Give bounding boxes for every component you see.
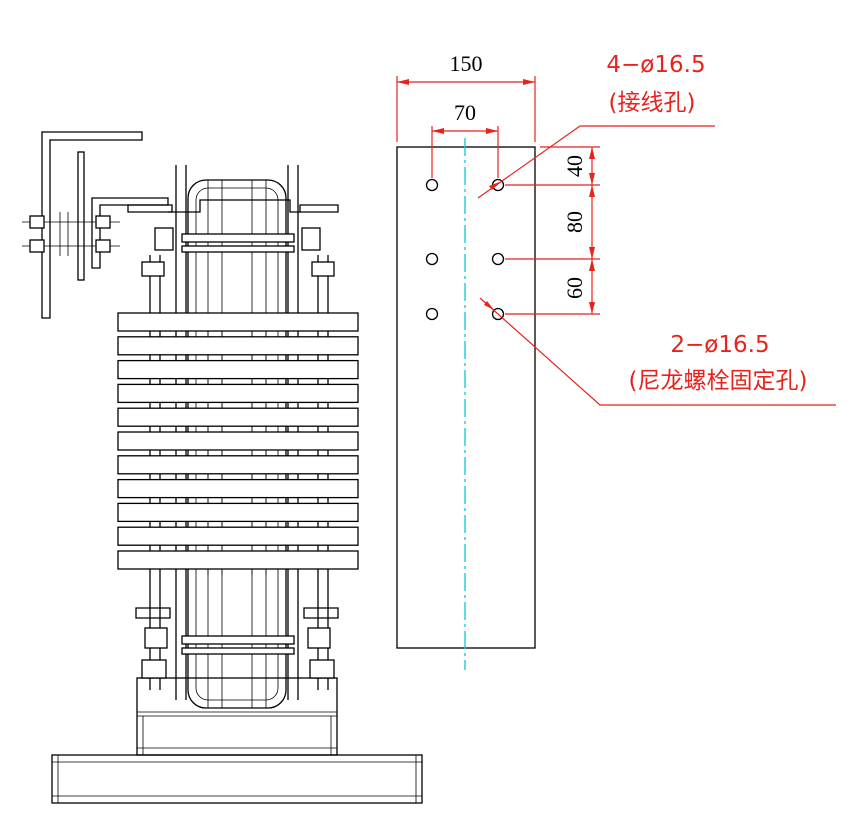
upper-clamp	[127, 199, 339, 277]
dim-70-label: 70	[454, 100, 476, 125]
cooling-fin	[117, 550, 359, 570]
hole	[491, 307, 505, 321]
dim-vertical-chain: 40 80 60	[505, 146, 600, 315]
cooling-fin	[117, 407, 359, 427]
leader-terminal-holes: 4−ø16.5 (接线孔)	[477, 52, 715, 199]
fixing-holes-name: (尼龙螺栓固定孔)	[629, 368, 808, 394]
terminal-bracket	[22, 131, 169, 319]
fixing-holes-spec: 2−ø16.5	[670, 332, 769, 358]
cooling-fin	[117, 383, 359, 404]
busbar-plate-view: 150 70 40 80 60	[396, 51, 836, 670]
cooling-fins	[117, 312, 359, 575]
cooling-fin	[117, 478, 359, 499]
busbar-plate	[396, 146, 536, 649]
terminal-holes-spec: 4−ø16.5	[606, 52, 705, 78]
dim-40-label: 40	[562, 155, 587, 177]
dim-80-label: 80	[562, 211, 587, 233]
hole	[491, 252, 505, 266]
lower-clamp	[135, 607, 339, 679]
hole	[425, 178, 439, 192]
dim-overall-width: 150	[396, 51, 536, 142]
dim-inner-width: 70	[431, 100, 499, 178]
cooling-fin	[117, 502, 359, 523]
terminal-holes-name: (接线孔)	[609, 90, 696, 116]
cooling-fin	[117, 336, 359, 356]
base-plate	[51, 754, 423, 804]
leader-fixing-holes: 2−ø16.5 (尼龙螺栓固定孔)	[479, 297, 836, 406]
hole	[425, 252, 439, 266]
hole	[425, 307, 439, 321]
cooling-fin	[117, 455, 359, 475]
cooling-fin	[117, 312, 359, 332]
dim-60-label: 60	[562, 277, 587, 299]
mounting-holes	[425, 178, 505, 321]
cooling-fin	[117, 526, 359, 546]
cooling-fin	[117, 359, 359, 380]
reactor-side-view	[22, 131, 423, 804]
lower-support	[136, 677, 338, 756]
cooling-fin	[117, 431, 359, 451]
dim-150-label: 150	[450, 51, 483, 76]
